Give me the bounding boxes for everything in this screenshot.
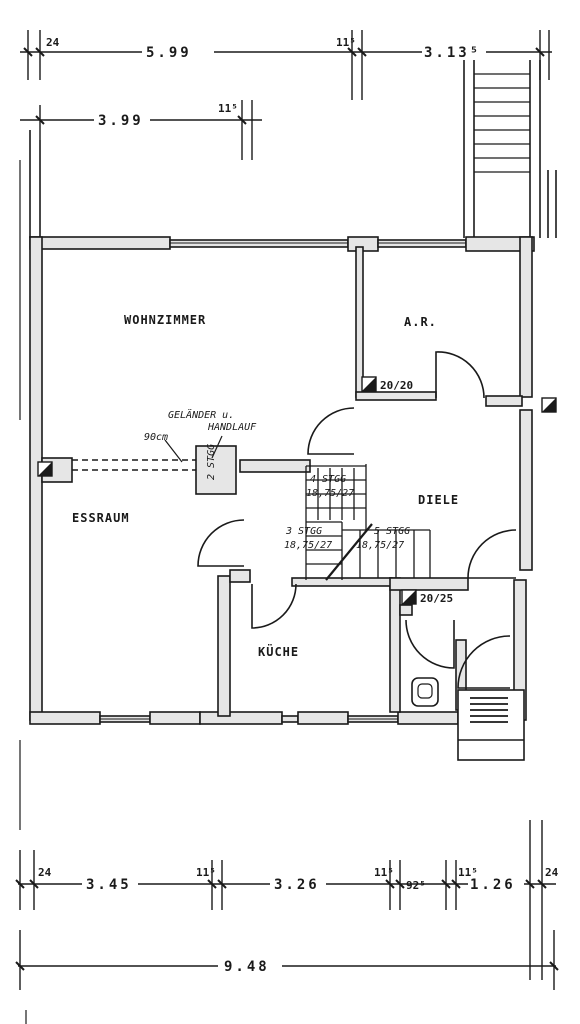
vent-ar — [361, 376, 377, 392]
second-dimension-chain: 3.99 11⁵ — [20, 100, 262, 160]
dim-bottom-b: 3.26 — [274, 877, 320, 893]
label-height-90cm: 90cm — [144, 432, 168, 443]
dim-bottom-left-wall: 24 — [38, 866, 52, 879]
dim-second-main: 3.99 — [98, 113, 144, 129]
dim-bottom-d: 1.26 — [470, 877, 516, 893]
walls — [29, 236, 535, 725]
entrance-steps — [457, 689, 525, 761]
vent-diele — [401, 589, 417, 605]
room-label-ar: A.R. — [404, 315, 437, 329]
label-stair-top: 4 STGG — [310, 474, 346, 485]
room-label-kueche: KÜCHE — [258, 644, 299, 659]
label-stair-left-dim: 18,75/27 — [284, 540, 332, 551]
dim-top-mid-wall: 11⁵ — [336, 36, 356, 49]
room-label-wohnzimmer: WOHNZIMMER — [124, 313, 206, 327]
dim-bottom-c: 92⁵ — [406, 879, 426, 892]
dim-second-wall: 11⁵ — [218, 102, 238, 115]
bottom-dimension-chain: 24 3.45 11⁵ 3.26 11⁵ 92⁵ 11⁵ 1.26 24 — [15, 820, 559, 980]
left-exterior-lines — [19, 130, 41, 830]
dim-bottom-wall-1: 11⁵ — [196, 866, 216, 879]
dim-top-left-wall: 24 — [46, 36, 60, 49]
dim-bottom-wall-2: 11⁵ — [374, 866, 394, 879]
windows — [100, 242, 466, 720]
label-stair-right-dim: 18,75/27 — [356, 540, 404, 551]
label-vent-ar: 20/20 — [380, 379, 413, 392]
interior-stair — [305, 464, 431, 581]
dim-bottom-right-wall: 24 — [545, 866, 559, 879]
top-dimension-chain: 24 5.99 11⁵ 3.13⁵ — [20, 30, 552, 100]
label-stair-side: 2 STGG — [206, 444, 217, 480]
dim-bottom-a: 3.45 — [86, 877, 132, 893]
dim-top-main: 5.99 — [146, 45, 192, 61]
room-label-essraum: ESSRAUM — [72, 511, 130, 525]
dim-total: 9.48 — [224, 959, 270, 975]
label-stair-right: 5 STGG — [374, 526, 410, 537]
room-label-diele: DIELE — [418, 493, 459, 507]
toilet-icon — [411, 677, 439, 707]
label-vent-diele: 20/25 — [420, 592, 453, 605]
vent-essraum — [37, 461, 53, 477]
label-gelaender: GELÄNDER u. — [168, 408, 234, 421]
label-stair-left: 3 STGG — [285, 526, 322, 537]
railing — [72, 435, 223, 471]
vent-outer-right — [541, 397, 557, 413]
total-dimension-chain: 9.48 — [15, 930, 559, 990]
exterior-stair — [463, 60, 557, 238]
dim-bottom-wall-3: 11⁵ — [458, 866, 478, 879]
label-stair-top-dim: 18,75/27 — [306, 488, 354, 499]
label-handlauf: HANDLAUF — [207, 422, 257, 433]
dim-top-right: 3.13⁵ — [424, 45, 481, 61]
door-swings — [197, 351, 517, 689]
